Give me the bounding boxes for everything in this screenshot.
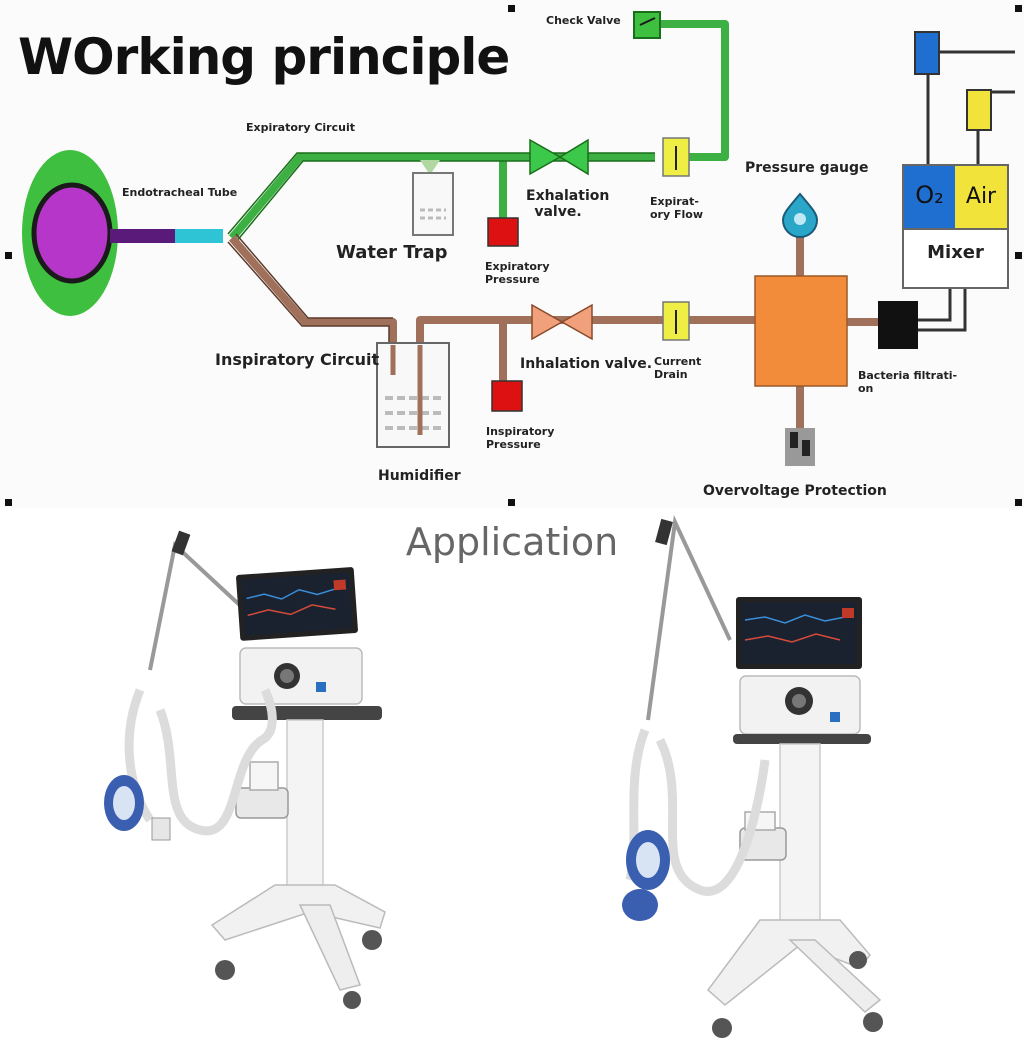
selection-handle bbox=[1015, 252, 1022, 259]
water-trap-label: Water Trap bbox=[336, 242, 448, 263]
inhalation-valve-label: Inhalation valve. bbox=[520, 356, 653, 372]
exhalation-valve-icon bbox=[529, 138, 589, 176]
ventilator-image-right bbox=[622, 514, 883, 1038]
page-title: WOrking principle bbox=[18, 28, 510, 86]
mixer-air-label: Air bbox=[965, 184, 997, 209]
water-trap-icon bbox=[412, 160, 454, 236]
endotracheal-tube-label: Endotracheal Tube bbox=[122, 186, 238, 199]
humidifier-icon bbox=[376, 342, 450, 448]
inspiratory-circuit-label: Inspiratory Circuit bbox=[215, 350, 380, 369]
selection-handle bbox=[5, 499, 12, 506]
expiratory-pressure-sensor bbox=[487, 217, 519, 247]
selection-handle bbox=[5, 252, 12, 259]
application-heading: Application bbox=[405, 520, 619, 564]
overvoltage-protection-icon bbox=[785, 428, 815, 466]
air-supply-valve bbox=[966, 89, 992, 131]
mixer-label: Mixer bbox=[927, 242, 984, 263]
bacteria-filter-icon bbox=[878, 301, 918, 349]
o2-supply-valve bbox=[914, 31, 940, 75]
overvoltage-protection-label: Overvoltage Protection bbox=[703, 483, 887, 499]
pressure-gauge-label: Pressure gauge bbox=[745, 160, 869, 176]
endotracheal-tube bbox=[110, 229, 180, 243]
working-principle-panel: WOrking principle Check Valve Expiratory… bbox=[0, 0, 1024, 508]
selection-handle bbox=[1015, 5, 1022, 12]
ventilator-image-left bbox=[104, 530, 386, 1009]
inspiratory-pressure-sensor bbox=[491, 380, 523, 412]
expiratory-circuit-label: Expiratory Circuit bbox=[246, 121, 355, 134]
mixer-o2-label: O₂ bbox=[915, 181, 944, 209]
mixer-o2-cell bbox=[904, 166, 955, 229]
bacteria-filtration-label: Bacteria filtrati-on bbox=[858, 369, 958, 395]
expiratory-flow-label: Expirat-ory Flow bbox=[650, 195, 703, 221]
selection-handle bbox=[508, 499, 515, 506]
check-valve-icon bbox=[633, 11, 661, 39]
mixer-lines bbox=[918, 50, 1015, 332]
working-principle-diagram bbox=[22, 11, 1015, 466]
inhalation-valve-icon bbox=[531, 303, 593, 341]
patient-head-inner bbox=[31, 182, 113, 284]
selection-handle bbox=[508, 5, 515, 12]
mixer-air-cell bbox=[955, 166, 1007, 229]
pressure-gauge-icon bbox=[781, 192, 819, 238]
check-valve-label: Check Valve bbox=[546, 14, 621, 27]
selection-handle bbox=[1015, 499, 1022, 506]
humidifier-label: Humidifier bbox=[378, 468, 461, 484]
central-unit bbox=[754, 275, 848, 387]
